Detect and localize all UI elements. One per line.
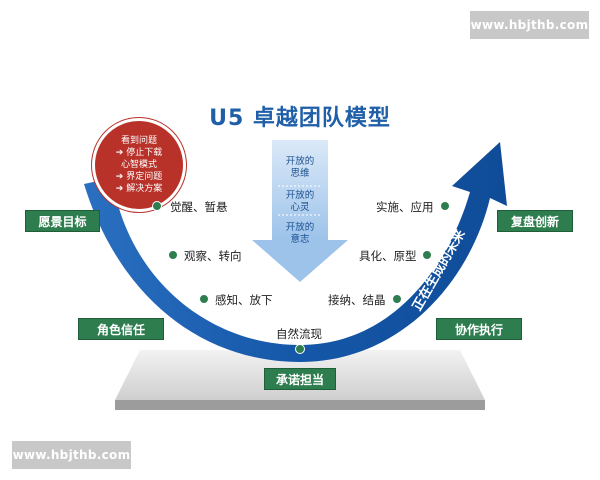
- left-point-label: 觉醒、暂悬: [170, 200, 228, 214]
- circle-item: ➔ 停止下载: [115, 148, 163, 158]
- tag-vision-goals: 愿景目标: [25, 210, 100, 232]
- center-down-arrow: [252, 140, 348, 282]
- open-mind-text: 开放的 思维: [285, 156, 315, 179]
- watermark-top: www.hbjthb.com: [470, 11, 589, 39]
- left-point-label: 观察、转向: [184, 249, 242, 263]
- open-heart-text: 开放的 心灵: [285, 190, 315, 213]
- right-point-dot: [392, 294, 402, 304]
- open-will-text: 开放的 意志: [285, 222, 315, 245]
- left-point-dot: [199, 294, 209, 304]
- problem-steps-circle: 看到问题 ➔ 停止下载 心智模式 ➔ 界定问题 ➔ 解决方案: [92, 118, 186, 212]
- left-point-label: 感知、放下: [215, 293, 273, 307]
- circle-item: 心智模式: [120, 160, 157, 170]
- circle-item: ➔ 界定问题: [115, 172, 163, 182]
- u-curve-band: [84, 142, 507, 362]
- right-point-dot: [440, 201, 450, 211]
- tag-commitment: 承诺担当: [264, 368, 336, 390]
- diagram-title: U5 卓越团队模型: [209, 106, 391, 131]
- circle-item: ➔ 解决方案: [115, 184, 163, 194]
- bottom-point-label: 自然流现: [276, 327, 322, 341]
- left-point-dot: [152, 201, 162, 211]
- tag-collaborative-execution: 协作执行: [436, 318, 522, 340]
- right-point-dot: [422, 250, 432, 260]
- bottom-point-dot: [295, 344, 305, 354]
- tag-role-trust: 角色信任: [78, 318, 164, 340]
- watermark-bottom: www.hbjthb.com: [12, 441, 131, 469]
- left-point-dot: [168, 250, 178, 260]
- circle-item: 看到问题: [120, 136, 157, 146]
- right-point-label: 实施、应用: [376, 200, 434, 214]
- tag-review-innovation: 复盘创新: [497, 210, 573, 232]
- right-point-label: 接纳、结晶: [328, 293, 386, 307]
- right-point-label: 具化、原型: [359, 249, 417, 263]
